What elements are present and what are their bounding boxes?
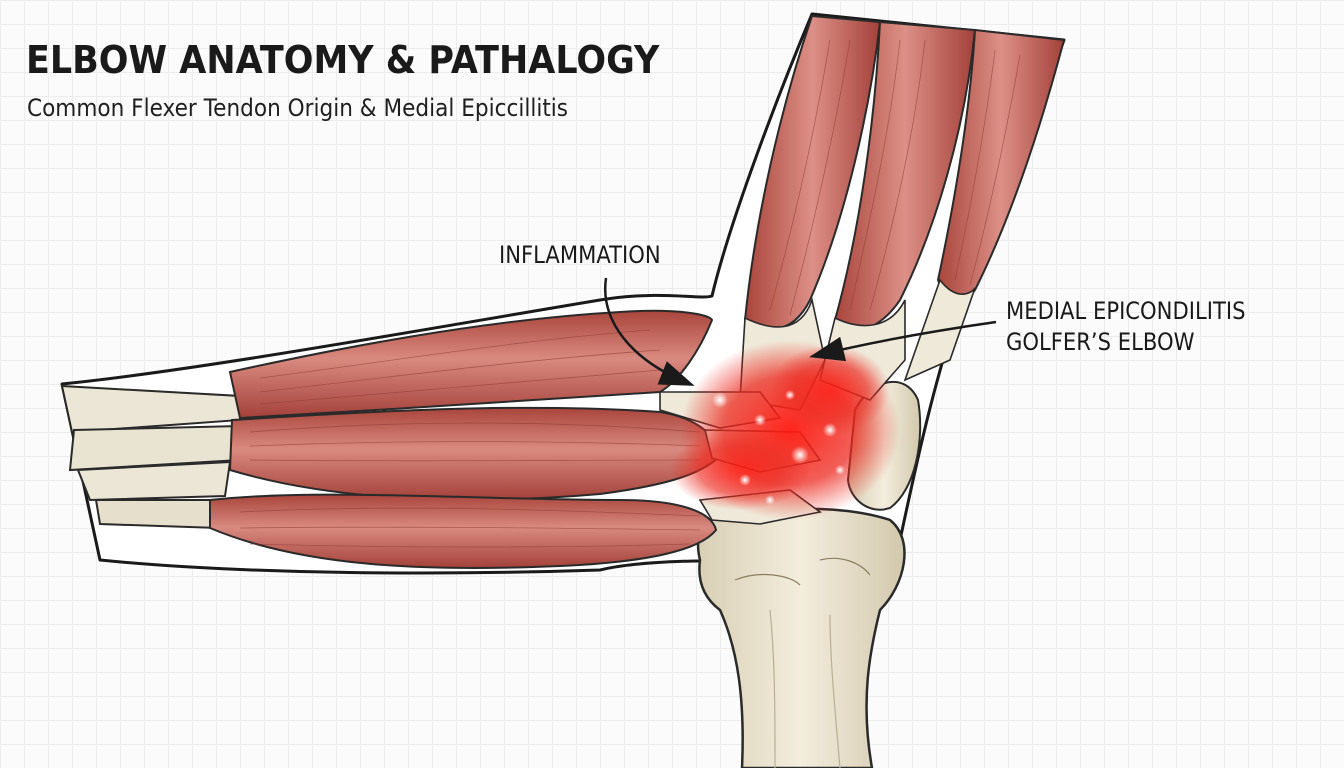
medial-epicondylitis-line-1: MEDIAL EPICONDILITIS	[1006, 297, 1246, 325]
page-subtitle: Common Flexer Tendon Origin & Medial Epi…	[27, 94, 569, 122]
upper-arm-muscles	[743, 14, 1066, 332]
annotation-arrows	[604, 277, 997, 386]
humerus-bone	[696, 507, 906, 768]
inflammation-area	[670, 340, 900, 520]
inflammation-arrow	[604, 277, 695, 386]
medial-epicondylitis-label: MEDIAL EPICONDILITIS GOLFER’S ELBOW	[1006, 296, 1245, 358]
medial-epicondylitis-line-2: GOLFER’S ELBOW	[1006, 328, 1195, 357]
epicondylitis-arrow	[809, 320, 997, 362]
page-title: ELBOW ANATOMY & PATHALOGY	[26, 38, 660, 82]
inflammation-label: INFLAMMATION	[499, 241, 661, 269]
forearm-muscles	[60, 309, 722, 570]
